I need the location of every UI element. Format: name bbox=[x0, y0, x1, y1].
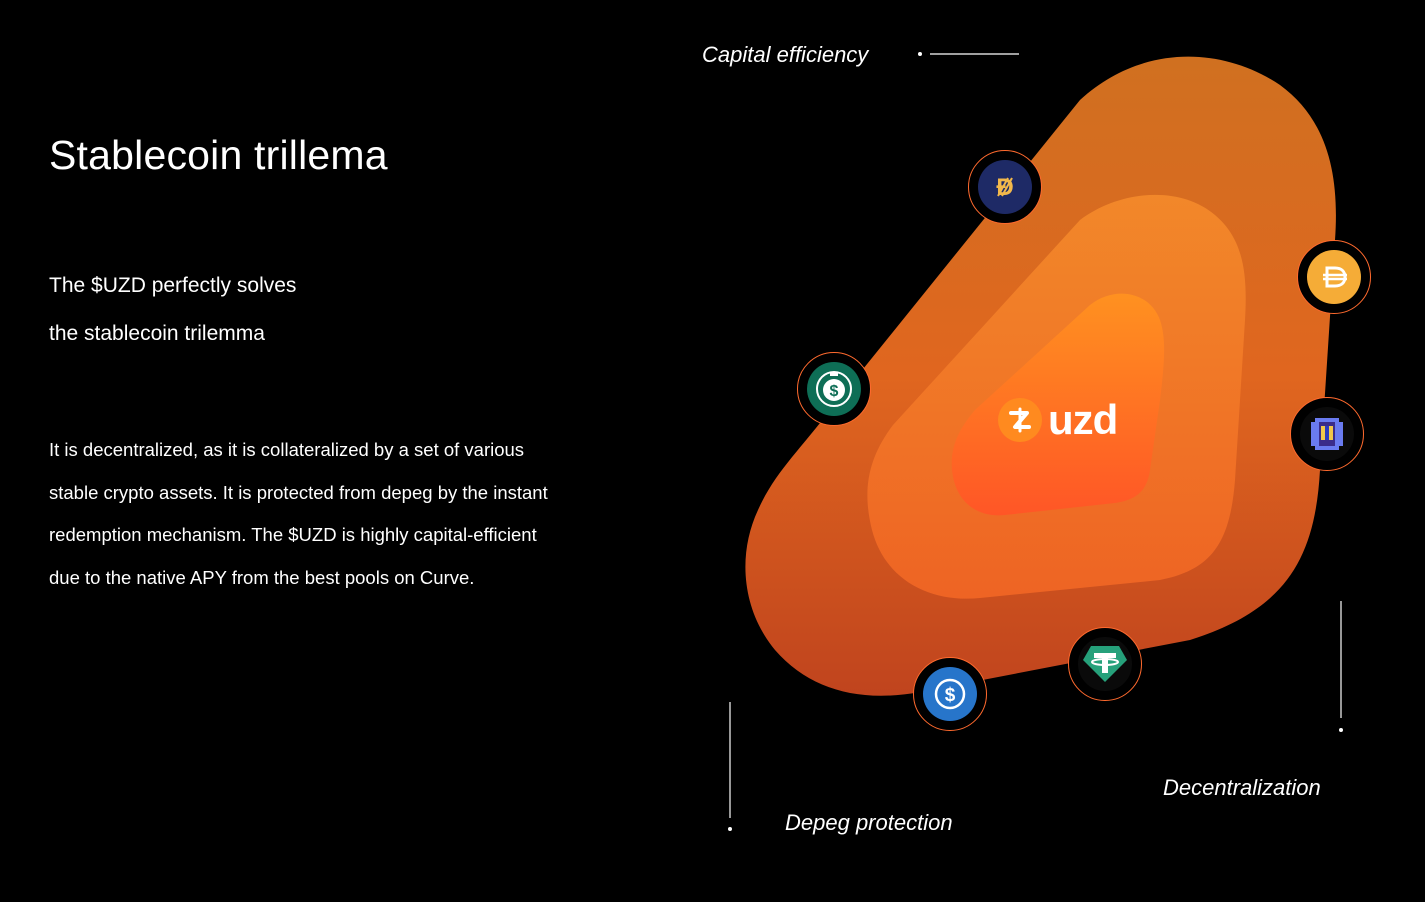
depeg-protection-label: Depeg protection bbox=[785, 810, 953, 835]
dola-coin-icon: Đ bbox=[968, 150, 1042, 224]
intro-text: The $UZD perfectly solves the stablecoin… bbox=[49, 262, 296, 358]
decentralization-dot bbox=[1339, 728, 1343, 732]
inner-layer-shape bbox=[951, 293, 1165, 516]
decentralization-label: Decentralization bbox=[1163, 775, 1321, 800]
intro-line-2: the stablecoin trilemma bbox=[49, 322, 265, 345]
dai-coin-icon bbox=[1297, 240, 1371, 314]
usdt-coin-icon bbox=[1068, 627, 1142, 701]
intro-line-1: The $UZD perfectly solves bbox=[49, 274, 297, 297]
usdc-coin-icon: $ bbox=[913, 657, 987, 731]
depeg-protection-dot bbox=[728, 827, 732, 831]
svg-text:$: $ bbox=[945, 685, 956, 706]
capital-efficiency-dot bbox=[918, 52, 922, 56]
page-title: Stablecoin trillema bbox=[49, 132, 388, 178]
uzd-logo-icon bbox=[998, 398, 1042, 442]
description-text: It is decentralized, as it is collateral… bbox=[49, 439, 548, 588]
uzd-logo-text: uzd bbox=[1048, 396, 1118, 443]
frax-coin-icon bbox=[1290, 397, 1364, 471]
svg-text:$: $ bbox=[830, 383, 839, 400]
capital-efficiency-label: Capital efficiency bbox=[702, 42, 869, 67]
gusd-coin-icon: $ bbox=[797, 352, 871, 426]
uzd-logo: uzd bbox=[998, 396, 1118, 443]
